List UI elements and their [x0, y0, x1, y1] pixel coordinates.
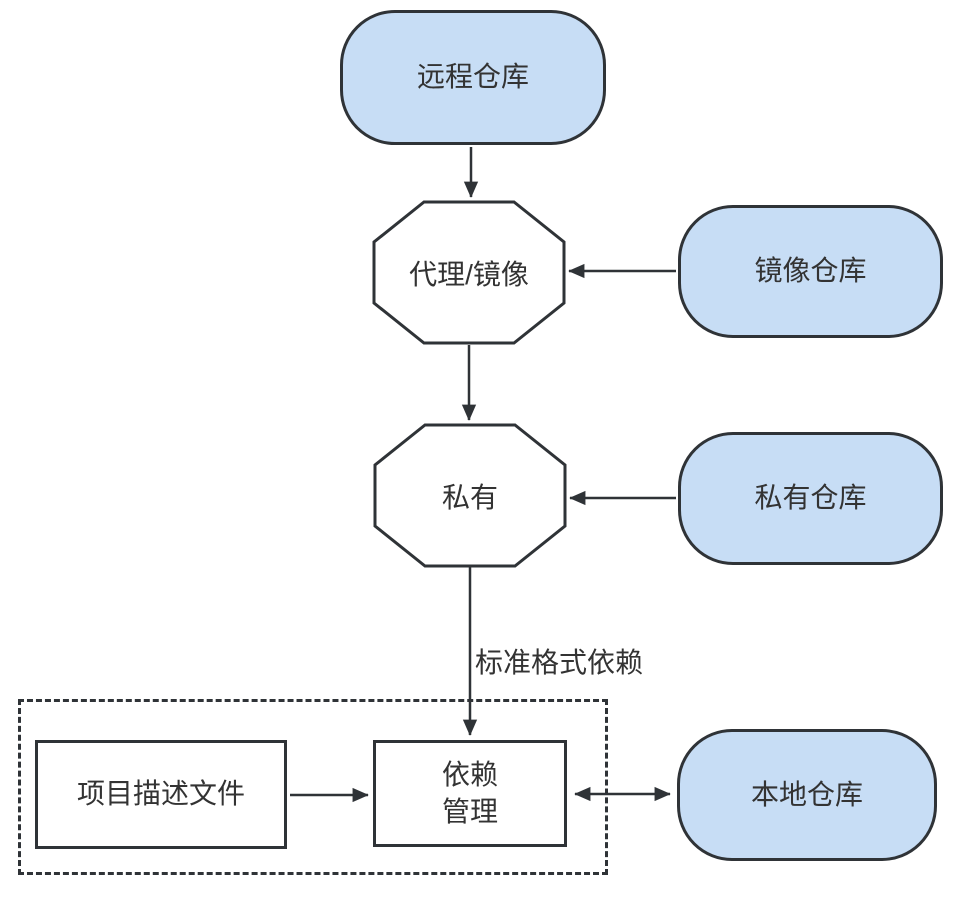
edge-label-standard-format: 标准格式依赖 — [472, 641, 647, 681]
node-project-desc-file-label: 项目描述文件 — [76, 778, 245, 810]
octagon-proxy-mirror-label: 代理/镜像 — [409, 258, 529, 290]
node-remote-repo-label: 远程仓库 — [416, 61, 529, 93]
octagon-private — [373, 423, 567, 568]
node-remote-repo: 远程仓库 — [340, 10, 606, 145]
node-mirror-repo-label: 镜像仓库 — [754, 255, 867, 287]
octagon-proxy-mirror — [372, 200, 566, 345]
node-local-repo: 本地仓库 — [677, 729, 937, 861]
node-local-repo-label: 本地仓库 — [750, 778, 863, 810]
node-private-repo-label: 私有仓库 — [754, 482, 867, 514]
octagon-private-label: 私有 — [441, 481, 498, 513]
node-dependency-mgmt-label: 依赖 管理 — [441, 759, 498, 827]
node-private-repo: 私有仓库 — [678, 432, 943, 565]
local-workspace-group-outline — [18, 699, 608, 875]
node-project-desc-file: 项目描述文件 — [35, 740, 287, 849]
node-dependency-mgmt: 依赖 管理 — [373, 740, 567, 847]
node-mirror-repo: 镜像仓库 — [678, 205, 943, 338]
